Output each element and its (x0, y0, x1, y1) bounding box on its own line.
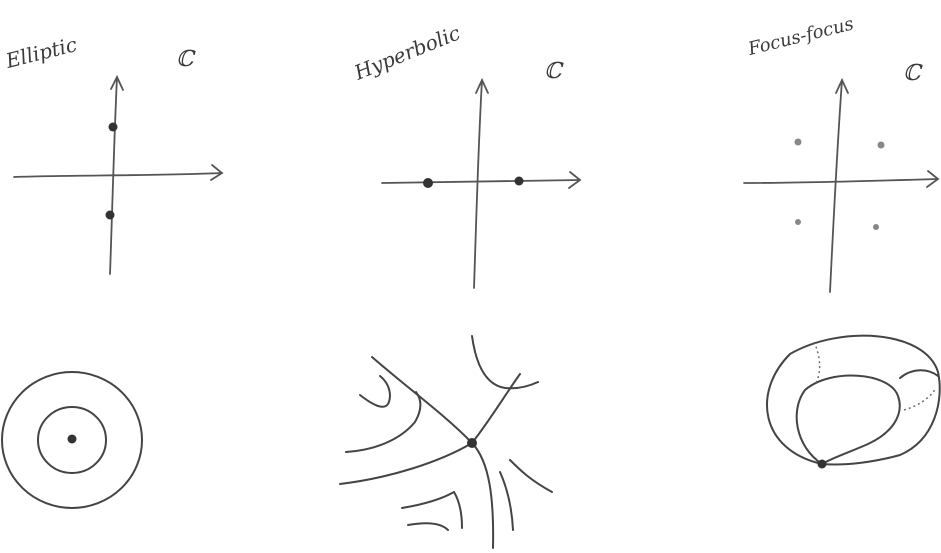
tube-cut-right-hidden (903, 387, 937, 411)
tube-cut-top-hidden (813, 341, 821, 384)
complex-plane-elliptic (13, 74, 224, 275)
separatrix-main (371, 356, 495, 549)
title-focus-focus: Focus-focus (745, 13, 856, 60)
title-hyperbolic: Hyperbolic (350, 21, 464, 86)
panel-elliptic: Elliptic ℂ (1, 32, 224, 509)
level-curve-upper-right (471, 335, 539, 390)
imag-axis-elliptic (109, 76, 118, 275)
panel-hyperbolic: Hyperbolic ℂ (339, 21, 582, 549)
elliptic-fixed-point (67, 434, 77, 444)
imag-axis-arrow-hyperbolic (475, 77, 489, 94)
level-curve-lower-right (509, 459, 553, 493)
focus-focus-singular-point (817, 459, 827, 469)
title-elliptic: Elliptic (2, 32, 79, 73)
eigenvalue-point-lower-right (873, 224, 879, 230)
imag-axis-arrow-focus-focus (835, 77, 849, 94)
eigenvalue-point-lower-left (795, 219, 801, 225)
panel-focus-focus: Focus-focus ℂ (743, 13, 941, 469)
level-curve-left (345, 391, 422, 453)
imag-axis-focus-focus (829, 79, 843, 293)
outer-orbit (1, 371, 143, 509)
level-curve-lower-right-inner (499, 471, 514, 531)
inner-orbit (37, 406, 107, 474)
level-curve-lower-left (401, 491, 463, 529)
imag-axis-hyperbolic (473, 79, 483, 289)
complex-plane-symbol-hyperbolic: ℂ (544, 59, 564, 84)
tube-cut-right (899, 369, 939, 379)
complex-plane-symbol-elliptic: ℂ (176, 47, 196, 72)
complex-plane-symbol-focus-focus: ℂ (903, 61, 923, 86)
eigenvalue-point-left (423, 178, 433, 188)
eigenvalue-point-lower (105, 210, 115, 220)
real-axis-arrow-elliptic (210, 164, 224, 181)
eigenvalue-point-upper-left (794, 138, 802, 146)
real-axis-arrow-hyperbolic (568, 171, 582, 189)
complex-plane-hyperbolic (381, 77, 582, 289)
complex-plane-focus-focus (743, 77, 940, 293)
pinched-torus-inner (795, 374, 901, 465)
level-curve-upper-left (359, 375, 391, 408)
eigenvalue-point-right (514, 176, 524, 186)
real-axis-elliptic (13, 172, 223, 178)
phase-portrait-elliptic (1, 371, 143, 509)
eigenvalue-point-upper (108, 122, 118, 132)
hyperbolic-fixed-point (467, 438, 477, 448)
real-axis-hyperbolic (381, 179, 581, 184)
imag-axis-arrow-elliptic (110, 74, 124, 91)
real-axis-focus-focus (743, 178, 939, 184)
real-axis-arrow-focus-focus (926, 170, 940, 188)
phase-portrait-hyperbolic (339, 335, 553, 549)
level-curve-bottom (407, 522, 449, 531)
separatrix-cross (339, 373, 521, 485)
phase-portrait-focus-focus (766, 334, 941, 469)
eigenvalue-point-upper-right (877, 141, 885, 149)
pinched-torus-outer (766, 334, 941, 466)
